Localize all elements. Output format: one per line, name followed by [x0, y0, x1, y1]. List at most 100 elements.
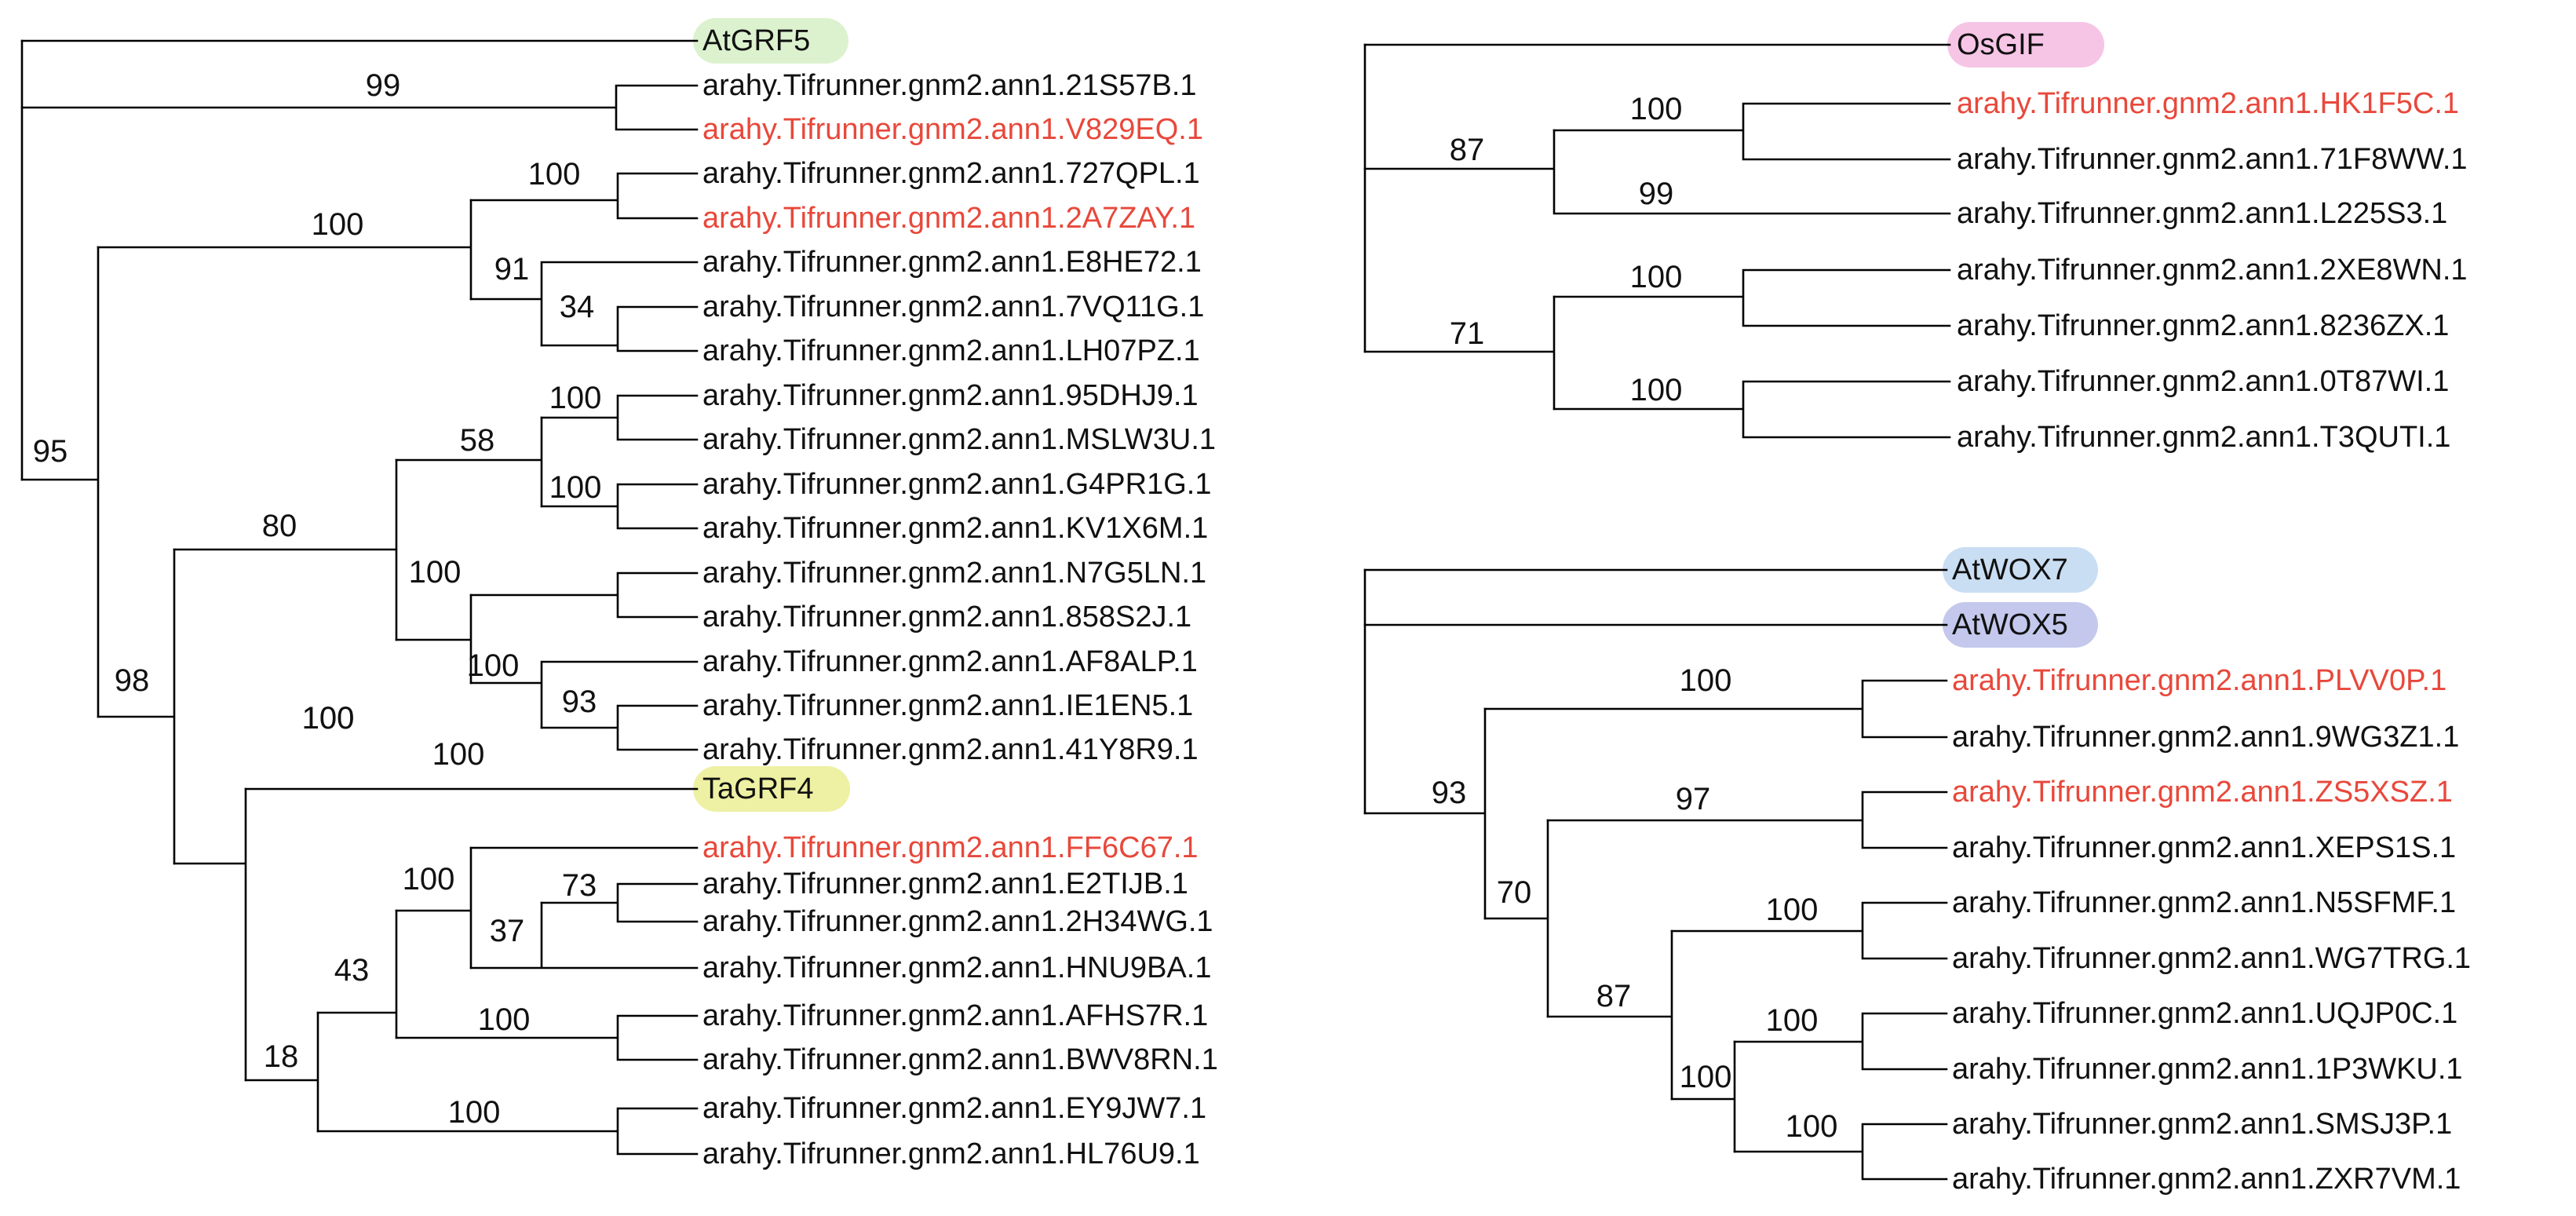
bootstrap-value: 58 — [460, 423, 495, 458]
tree-branch — [469, 172, 699, 220]
leaf-label: arahy.Tifrunner.gnm2.ann1.L225S3.1 — [1957, 197, 2447, 230]
bootstrap-value: 93 — [1432, 776, 1467, 810]
reference-label: AtWOX5 — [1952, 608, 2068, 641]
leaf-label: arahy.Tifrunner.gnm2.ann1.HL76U9.1 — [702, 1137, 1200, 1170]
tree-branch — [469, 261, 699, 347]
leaf-label-highlighted: arahy.Tifrunner.gnm2.ann1.PLVV0P.1 — [1952, 664, 2446, 697]
bootstrap-value: 73 — [562, 868, 597, 903]
leaf-label: arahy.Tifrunner.gnm2.ann1.0T87WI.1 — [1957, 365, 2449, 398]
tree-branch — [395, 846, 473, 970]
leaf-label: arahy.Tifrunner.gnm2.ann1.21S57B.1 — [702, 69, 1197, 102]
leaf-label-highlighted: arahy.Tifrunner.gnm2.ann1.2A7ZAY.1 — [702, 202, 1195, 235]
leaf-label: arahy.Tifrunner.gnm2.ann1.BWV8RN.1 — [702, 1043, 1218, 1076]
bootstrap-value: 100 — [528, 157, 581, 192]
bootstrap-value: 98 — [115, 663, 150, 698]
bootstrap-value: 100 — [1630, 92, 1683, 126]
tree-branch — [316, 909, 398, 1039]
leaf-label: arahy.Tifrunner.gnm2.ann1.IE1EN5.1 — [702, 689, 1193, 722]
leaf-label: arahy.Tifrunner.gnm2.ann1.EY9JW7.1 — [702, 1092, 1206, 1125]
bootstrap-value: 100 — [403, 862, 455, 896]
tree-branch — [1546, 791, 1948, 849]
bootstrap-value: 100 — [1630, 373, 1683, 407]
bootstrap-value: 70 — [1497, 875, 1532, 910]
bootstrap-value: 43 — [334, 953, 370, 988]
leaf-label: arahy.Tifrunner.gnm2.ann1.AFHS7R.1 — [702, 999, 1208, 1032]
reference-badge — [1943, 547, 2098, 593]
tree-branch — [97, 548, 176, 865]
bootstrap-value: 95 — [33, 434, 68, 469]
tree-branch — [1733, 1123, 1948, 1181]
tree-branch — [20, 246, 100, 718]
leaf-label: arahy.Tifrunner.gnm2.ann1.2H34WG.1 — [702, 905, 1213, 938]
tree-branch — [1546, 929, 1673, 1101]
tree-branch — [244, 1011, 319, 1133]
leaf-label: arahy.Tifrunner.gnm2.ann1.SMSJ3P.1 — [1952, 1108, 2452, 1141]
leaf-label: arahy.Tifrunner.gnm2.ann1.95DHJ9.1 — [702, 379, 1199, 412]
reference-badge — [693, 766, 850, 812]
tree-branch — [1733, 1012, 1948, 1071]
tree-branch — [540, 704, 699, 751]
bootstrap-value: 100 — [1630, 260, 1683, 294]
tree-branch — [173, 787, 247, 1082]
tree-branch — [469, 660, 699, 729]
tree-branch — [316, 1107, 699, 1156]
bootstrap-value: 100 — [1766, 1003, 1819, 1038]
bootstrap-value: 97 — [1676, 782, 1711, 816]
bootstrap-value: 34 — [560, 290, 595, 324]
leaf-label-highlighted: arahy.Tifrunner.gnm2.ann1.HK1F5C.1 — [1957, 87, 2459, 120]
leaf-label-highlighted: arahy.Tifrunner.gnm2.ann1.V829EQ.1 — [702, 113, 1203, 146]
leaf-label: arahy.Tifrunner.gnm2.ann1.HNU9BA.1 — [702, 951, 1211, 984]
leaf-label: arahy.Tifrunner.gnm2.ann1.E2TIJB.1 — [702, 867, 1188, 900]
reference-badge — [693, 18, 848, 64]
bootstrap-value: 100 — [302, 701, 355, 736]
tree-branch — [173, 458, 398, 641]
leaf-label: arahy.Tifrunner.gnm2.ann1.G4PR1G.1 — [702, 468, 1211, 501]
bootstrap-value: 100 — [432, 737, 485, 772]
bootstrap-value: 100 — [467, 648, 520, 683]
leaf-label: arahy.Tifrunner.gnm2.ann1.9WG3Z1.1 — [1952, 721, 2459, 754]
bootstrap-value: 100 — [478, 1002, 531, 1037]
bootstrap-value: 87 — [1450, 133, 1485, 167]
reference-label: TaGRF4 — [702, 772, 813, 805]
bootstrap-value: 100 — [312, 207, 364, 242]
gif-tree: OsGIFarahy.Tifrunner.gnm2.ann1.HK1F5C.1a… — [1363, 22, 2468, 454]
leaf-label: arahy.Tifrunner.gnm2.ann1.727QPL.1 — [702, 157, 1200, 190]
tree-branch — [1553, 380, 1951, 439]
bootstrap-value: 99 — [1639, 177, 1674, 211]
bootstrap-value: 93 — [562, 685, 597, 719]
tree-branch — [1670, 1040, 1736, 1153]
leaf-label: arahy.Tifrunner.gnm2.ann1.WG7TRG.1 — [1952, 942, 2471, 975]
tree-branch — [1483, 819, 1549, 1018]
bootstrap-value: 100 — [549, 381, 602, 415]
tree-branch — [540, 394, 699, 441]
tree-branch — [395, 1014, 699, 1061]
leaf-label: arahy.Tifrunner.gnm2.ann1.2XE8WN.1 — [1957, 254, 2468, 287]
tree-branch — [1553, 268, 1951, 327]
bootstrap-value: 99 — [366, 68, 401, 103]
bootstrap-value: 100 — [302, 701, 355, 736]
leaf-label: arahy.Tifrunner.gnm2.ann1.7VQ11G.1 — [702, 290, 1204, 323]
reference-badge — [1947, 22, 2104, 68]
leaf-label: arahy.Tifrunner.gnm2.ann1.N7G5LN.1 — [702, 557, 1206, 590]
leaf-label: arahy.Tifrunner.gnm2.ann1.858S2J.1 — [702, 601, 1191, 634]
bootstrap-value: 100 — [549, 470, 602, 505]
tree-branch — [1363, 295, 1556, 411]
bootstrap-value: 87 — [1596, 979, 1632, 1013]
grf-tree: AtGRF5arahy.Tifrunner.gnm2.ann1.21S57B.1… — [20, 18, 1218, 1170]
tree-branch — [1553, 102, 1951, 161]
leaf-label: arahy.Tifrunner.gnm2.ann1.UQJP0C.1 — [1952, 997, 2457, 1030]
bootstrap-value: 37 — [490, 914, 525, 948]
bootstrap-value: 100 — [409, 555, 462, 590]
tree-branch — [469, 901, 699, 970]
leaf-label-highlighted: arahy.Tifrunner.gnm2.ann1.FF6C67.1 — [702, 831, 1199, 864]
tree-branch — [1363, 129, 1951, 215]
tree-branch — [395, 593, 473, 685]
leaf-label: arahy.Tifrunner.gnm2.ann1.T3QUTI.1 — [1957, 421, 2450, 454]
wox-tree: AtWOX7AtWOX5arahy.Tifrunner.gnm2.ann1.PL… — [1363, 547, 2471, 1196]
tree-branch — [395, 416, 543, 508]
leaf-label: arahy.Tifrunner.gnm2.ann1.8236ZX.1 — [1957, 309, 2449, 342]
leaf-label-highlighted: arahy.Tifrunner.gnm2.ann1.ZS5XSZ.1 — [1952, 776, 2453, 809]
tree-branch — [540, 882, 699, 923]
leaf-label: arahy.Tifrunner.gnm2.ann1.ZXR7VM.1 — [1952, 1163, 2461, 1196]
tree-branch — [1363, 707, 1487, 920]
